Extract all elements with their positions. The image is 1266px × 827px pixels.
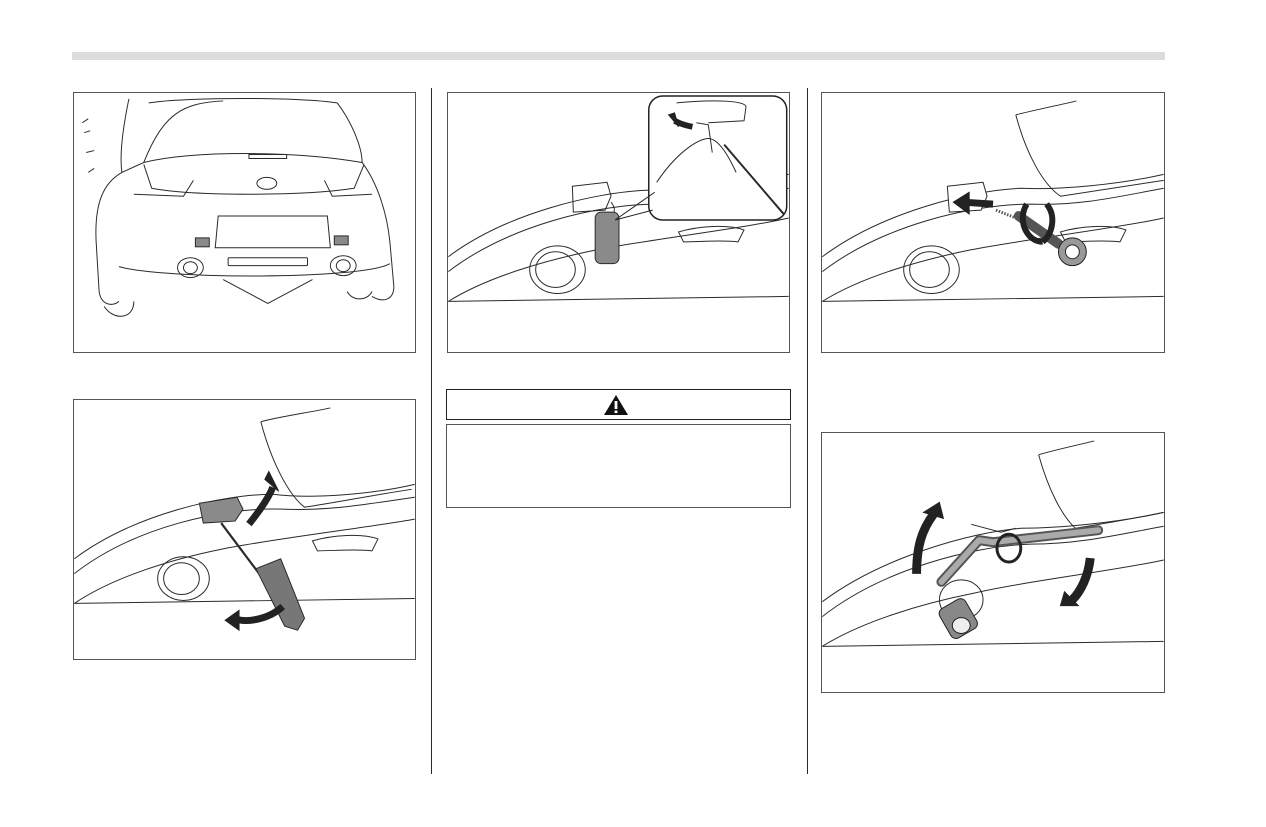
figure-cover-removed	[447, 92, 790, 353]
warning-triangle-icon	[603, 394, 628, 415]
warning-body	[446, 424, 791, 508]
figure-tighten-hook	[821, 432, 1165, 693]
lug-wrench-tighten-illustration	[822, 440, 1164, 647]
tow-hook-install-illustration	[822, 100, 1164, 302]
figure-install-hook	[821, 92, 1165, 353]
column-divider-right	[807, 88, 808, 774]
figure-car-rear-view	[73, 92, 416, 353]
top-rule	[72, 52, 1165, 60]
screwdriver-pry-illustration	[74, 407, 415, 632]
figure-pry-cover	[73, 399, 416, 660]
warning-text	[447, 425, 790, 437]
warning-header	[446, 389, 791, 420]
car-rear-illustration	[81, 97, 395, 317]
column-divider-left	[431, 88, 432, 774]
cover-hanging-illustration	[448, 95, 789, 302]
